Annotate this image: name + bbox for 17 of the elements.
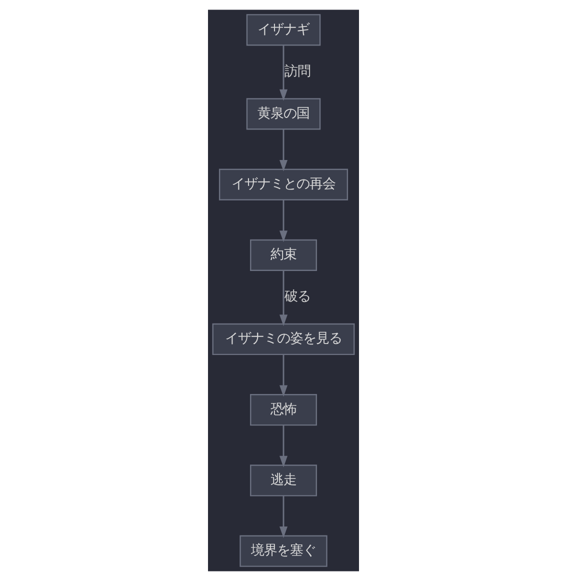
node-box: イザナミとの再会 bbox=[218, 168, 348, 200]
node-box: 逃走 bbox=[250, 464, 316, 496]
node-box: 黄泉の国 bbox=[246, 98, 320, 130]
edge-label: 訪問 bbox=[284, 64, 310, 80]
arrow bbox=[278, 496, 288, 538]
node-box: 約束 bbox=[250, 239, 316, 272]
arrow bbox=[278, 425, 288, 468]
arrow bbox=[278, 129, 288, 172]
arrow bbox=[278, 270, 288, 326]
node-box: イザナギ bbox=[246, 14, 320, 46]
node-box: 境界を塞ぐ bbox=[239, 535, 327, 567]
arrow bbox=[278, 200, 288, 242]
edge-label: 破る bbox=[284, 290, 310, 305]
arrow bbox=[278, 354, 288, 397]
node-box: 恐怖 bbox=[250, 394, 316, 426]
arrow bbox=[278, 45, 288, 101]
node-box: イザナミの姿を見る bbox=[212, 323, 354, 356]
